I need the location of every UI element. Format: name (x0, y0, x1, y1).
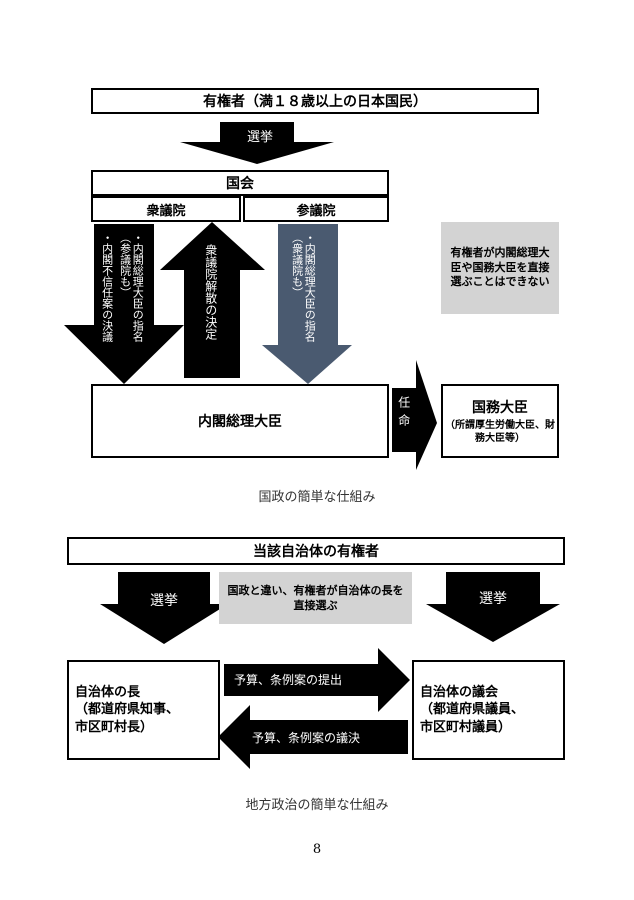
ministers-subtitle: （所謂厚生労働大臣、財務大臣等） (445, 420, 555, 444)
local-head-box: 自治体の長 （都道府県知事、 市区町村長） (67, 660, 220, 760)
top-note-box: 有権者が内閣総理大臣や国務大臣を直接選ぶことはできない (441, 222, 559, 314)
pm-nomination-upper-label: ・内閣総理大臣の指名 （衆議院も） (290, 232, 317, 342)
submit-arrow (224, 648, 410, 712)
vote-label: 予算、条例案の議決 (252, 731, 361, 745)
local-assembly-box: 自治体の議会 （都道府県議員、 市区町村議員） (412, 660, 565, 760)
top-caption: 国政の簡単な仕組み (258, 490, 376, 505)
upper-nomination-arrow (262, 224, 352, 384)
election-arrow-top (180, 122, 334, 164)
diet-box: 国会 (91, 170, 389, 196)
no-confidence-label: ・内閣不信任案の決議 (100, 232, 114, 342)
ministers-box: 国務大臣 （所謂厚生労働大臣、財務大臣等） (441, 384, 559, 458)
pm-nomination-lower-label: ・内閣総理大臣の指名 （参議院も） (118, 232, 145, 342)
submit-label: 予算、条例案の提出 (234, 673, 343, 687)
election-arrow-left (100, 572, 228, 644)
prime-minister-box: 内閣総理大臣 (91, 384, 389, 458)
vote-arrow (218, 705, 408, 769)
ministers-title: 国務大臣 (472, 400, 528, 416)
dissolution-arrow (160, 222, 265, 378)
bottom-note-box: 国政と違い、有権者が自治体の長を直接選ぶ (219, 572, 412, 624)
appointment-label: 任命 (396, 396, 411, 432)
appointment-arrow (392, 360, 437, 470)
lower-house-box: 衆議院 (91, 196, 241, 222)
bottom-caption: 地方政治の簡単な仕組み (245, 798, 389, 813)
election-label-top: 選挙 (246, 130, 273, 145)
voters-box: 有権者（満１８歳以上の日本国民） (91, 88, 539, 114)
election-label-left: 選挙 (150, 593, 178, 609)
page-number: 8 (312, 842, 322, 857)
upper-house-box: 参議院 (243, 196, 389, 222)
election-arrow-right (426, 572, 560, 642)
election-label-right: 選挙 (479, 591, 507, 607)
no-confidence-arrow (64, 224, 184, 384)
dissolution-label: 衆議院解散の決定 (203, 244, 218, 340)
local-voters-box: 当該自治体の有権者 (67, 537, 565, 565)
